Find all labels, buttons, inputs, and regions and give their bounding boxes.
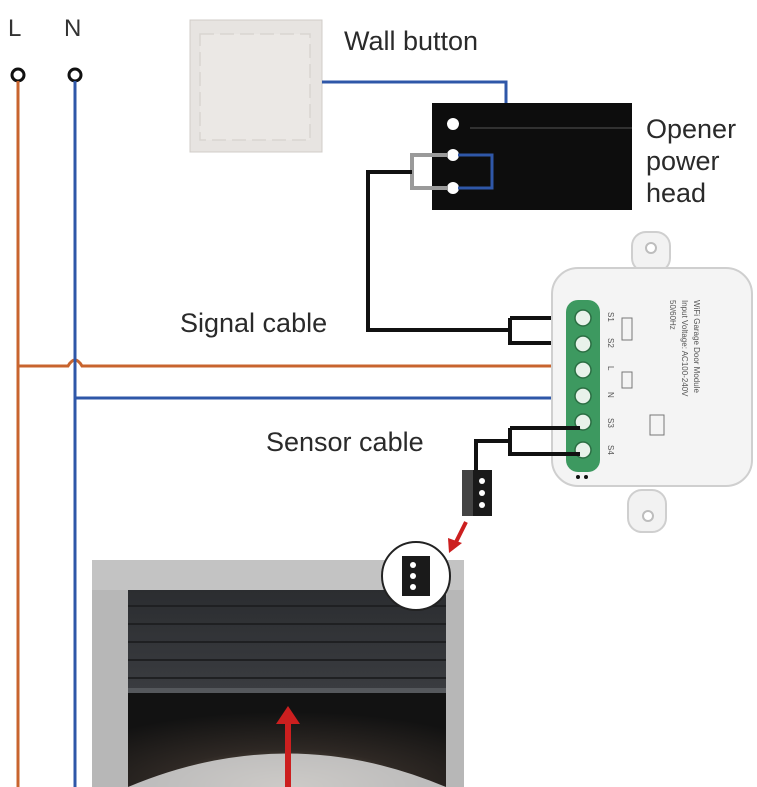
sensor-pin-1 bbox=[479, 478, 485, 484]
opener-terminal-3 bbox=[447, 182, 459, 194]
module-led-1 bbox=[576, 475, 580, 479]
door-up-arrow-head bbox=[276, 706, 300, 724]
sensor-callout-pin-1 bbox=[410, 562, 416, 568]
opener-label-line3: head bbox=[646, 178, 707, 208]
module-title: WiFi Garage Door Module bbox=[692, 300, 701, 393]
module-mount-hole-top bbox=[645, 242, 657, 254]
sensor-arrow-head bbox=[448, 538, 462, 553]
signal-cable-label: Signal cable bbox=[180, 308, 328, 338]
module-schematic-icons bbox=[621, 317, 665, 436]
module-frequency: 50/60Hz bbox=[668, 300, 677, 330]
terminal-label-s1: S1 bbox=[606, 312, 615, 322]
module-label: WiFi Garage Door Module Input Voltage: A… bbox=[668, 300, 701, 397]
module-voltage: Input Voltage: AC100-240V bbox=[680, 300, 689, 397]
sensor-cable-fork bbox=[508, 426, 580, 456]
wall-button-plate bbox=[199, 33, 311, 141]
sensor-cable-label: Sensor cable bbox=[266, 427, 424, 457]
sensor-callout-pin-2 bbox=[410, 573, 416, 579]
terminal-labels: S1 S2 L N S3 S4 bbox=[606, 312, 615, 455]
live-branch-wire bbox=[18, 358, 590, 368]
module-mount-hole-bottom bbox=[642, 510, 654, 522]
terminal-label-l: L bbox=[606, 366, 615, 371]
opener-terminal-1 bbox=[447, 118, 459, 130]
opener-label-line2: power bbox=[646, 146, 720, 176]
neutral-terminal bbox=[67, 67, 83, 83]
sensor-arrow-shaft bbox=[453, 521, 468, 545]
wifi-garage-module bbox=[551, 267, 753, 487]
module-led-2 bbox=[584, 475, 588, 479]
live-terminal bbox=[10, 67, 26, 83]
opener-jumper-wire bbox=[458, 153, 494, 190]
roller-door-bottom-rail bbox=[128, 688, 446, 693]
sensor-callout-pin-3 bbox=[410, 584, 416, 590]
terminal-label-s2: S2 bbox=[606, 338, 615, 348]
terminal-label-s3: S3 bbox=[606, 418, 615, 428]
sensor-cable bbox=[474, 439, 510, 472]
roller-door-slats bbox=[128, 605, 446, 679]
neutral-label: N bbox=[64, 15, 82, 42]
sensor-pin-3 bbox=[479, 502, 485, 508]
sensor-pin-2 bbox=[479, 490, 485, 496]
live-label: L bbox=[8, 15, 22, 42]
signal-cable bbox=[366, 170, 510, 332]
wall-button-label: Wall button bbox=[344, 26, 479, 56]
opener-terminal-2 bbox=[447, 149, 459, 161]
opener-label-line1: Opener bbox=[646, 114, 737, 144]
sensor-connector-side bbox=[462, 470, 473, 516]
terminal-label-s4: S4 bbox=[606, 445, 615, 455]
terminal-label-n: N bbox=[606, 392, 615, 398]
